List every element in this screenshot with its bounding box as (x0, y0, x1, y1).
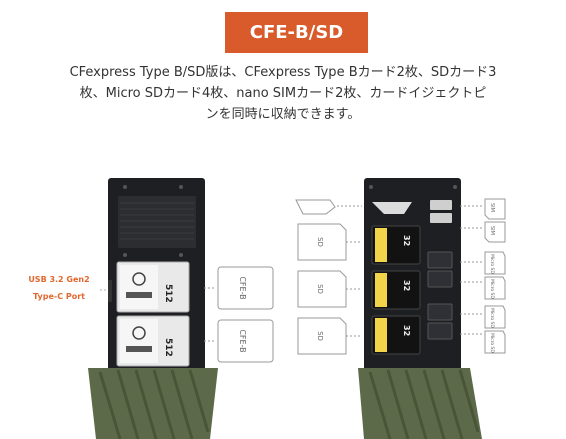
sd-outline-label-3: SD (316, 331, 324, 341)
section-badge: CFE-B/SD (225, 12, 368, 53)
description-line-2: 枚、Micro SDカード4枚、nano SIMカード2枚、カードイジェクトピ (79, 86, 487, 101)
microsd-slot-2 (427, 270, 453, 288)
cfe-outline-1: CFE-B (204, 266, 274, 310)
sd-outline-label-1: SD (316, 237, 324, 247)
description-line-3: ンを同時に収納できます。 (205, 107, 361, 122)
left-grip (88, 368, 218, 439)
microsd-outline-label-2: Micro SD (489, 279, 495, 299)
microsd-outline-label-1: Micro SD (489, 254, 495, 274)
ejector-pin (372, 202, 412, 214)
ejector-pin-outline (295, 199, 362, 215)
microsd-outline-label-3: Micro SD (489, 308, 495, 328)
sd-capacity-3: 32 (402, 325, 411, 336)
microsd-slot-1 (427, 251, 453, 269)
cfe-outline-label-1: CFE-B (238, 276, 247, 299)
cfe-outline-label-2: CFE-B (238, 329, 247, 352)
sim-outline-label-2: SIM (489, 226, 495, 235)
microsd-outline-label-4: Micro SD (489, 333, 495, 353)
cfe-capacity-2: 512 (163, 338, 173, 357)
sim-outline-1: SIM (460, 198, 506, 220)
sim-slot-1 (430, 200, 452, 210)
left-case: 512 512 (108, 178, 205, 378)
product-description: CFexpress Type B/SD版は、CFexpress Type Bカー… (40, 62, 526, 125)
microsd-slot-4 (427, 322, 453, 340)
sd-outline-2: SD (297, 270, 362, 308)
microsd-outline-1: Micro SD (460, 251, 506, 275)
sim-outline-label-1: SIM (489, 203, 495, 212)
sd-card-2: 32 (371, 270, 421, 310)
cfe-card-2: 512 (116, 315, 190, 367)
right-case: 32 32 32 (364, 178, 461, 378)
right-grip (358, 368, 482, 439)
sd-capacity-2: 32 (402, 280, 411, 291)
sd-outline-label-2: SD (316, 284, 324, 294)
microsd-slot-3 (427, 303, 453, 321)
port-label: USB 3.2 Gen2 Type-C Port (18, 275, 100, 301)
port-label-line-2: Type-C Port (33, 292, 85, 301)
microsd-outline-4: Micro SD (460, 330, 506, 354)
microsd-outline-2: Micro SD (460, 276, 506, 300)
cfe-capacity-1: 512 (163, 284, 173, 303)
description-line-1: CFexpress Type B/SD版は、CFexpress Type Bカー… (69, 65, 497, 80)
sd-outline-1: SD (297, 223, 362, 261)
sim-outline-2: SIM (460, 221, 506, 243)
port-label-line-1: USB 3.2 Gen2 (28, 275, 90, 284)
sd-capacity-1: 32 (402, 235, 411, 246)
cfe-card-1: 512 (116, 261, 190, 313)
sd-card-3: 32 (371, 315, 421, 355)
cfe-outline-2: CFE-B (204, 319, 274, 363)
sd-outline-3: SD (297, 317, 362, 355)
sim-slot-2 (430, 213, 452, 223)
sd-card-1: 32 (371, 225, 421, 265)
microsd-outline-3: Micro SD (460, 305, 506, 329)
